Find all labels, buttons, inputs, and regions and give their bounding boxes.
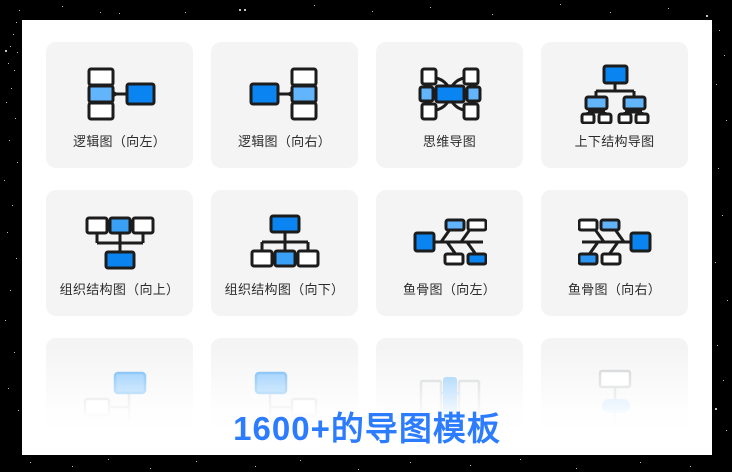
template-card-fishbone-right[interactable]: 鱼骨图（向右） bbox=[541, 190, 688, 316]
template-card-org-down[interactable]: 组织结构图（向下） bbox=[211, 190, 358, 316]
template-card-label: 上下结构导图 bbox=[574, 133, 655, 149]
template-card-timeline-right[interactable] bbox=[211, 338, 358, 455]
template-card-label: 逻辑图（向右） bbox=[237, 133, 332, 149]
template-card-timeline-left[interactable] bbox=[46, 338, 193, 455]
timeline-right-icon bbox=[246, 365, 324, 427]
template-grid: 逻辑图（向左） 逻辑图（向右） bbox=[46, 42, 688, 455]
template-card-label: 组织结构图（向下） bbox=[224, 281, 345, 297]
org-chart-up-icon bbox=[81, 211, 159, 273]
org-chart-down-icon bbox=[246, 211, 324, 273]
template-card-label: 逻辑图（向左） bbox=[72, 133, 167, 149]
template-card-org-up[interactable]: 组织结构图（向上） bbox=[46, 190, 193, 316]
fishbone-left-icon bbox=[411, 211, 489, 273]
template-card-logic-right[interactable]: 逻辑图（向右） bbox=[211, 42, 358, 168]
top-down-structure-icon bbox=[576, 63, 654, 125]
template-card-label: 思维导图 bbox=[422, 133, 477, 149]
template-card-logic-left[interactable]: 逻辑图（向左） bbox=[46, 42, 193, 168]
template-panel: 逻辑图（向左） 逻辑图（向右） bbox=[22, 20, 712, 455]
template-card-label: 鱼骨图（向左） bbox=[402, 281, 497, 297]
fishbone-right-icon bbox=[576, 211, 654, 273]
template-card-fishbone-left[interactable]: 鱼骨图（向左） bbox=[376, 190, 523, 316]
template-card-label: 组织结构图（向上） bbox=[59, 281, 180, 297]
logic-diagram-left-icon bbox=[81, 63, 159, 125]
template-card-label: 鱼骨图（向右） bbox=[567, 281, 662, 297]
bracket-icon bbox=[411, 365, 489, 427]
template-card-mind-map[interactable]: 思维导图 bbox=[376, 42, 523, 168]
mind-map-icon bbox=[411, 63, 489, 125]
template-card-bracket[interactable] bbox=[376, 338, 523, 455]
template-card-vertical-tree[interactable] bbox=[541, 338, 688, 455]
vertical-tree-icon bbox=[576, 365, 654, 427]
template-card-top-down[interactable]: 上下结构导图 bbox=[541, 42, 688, 168]
timeline-left-icon bbox=[81, 365, 159, 427]
logic-diagram-right-icon bbox=[246, 63, 324, 125]
